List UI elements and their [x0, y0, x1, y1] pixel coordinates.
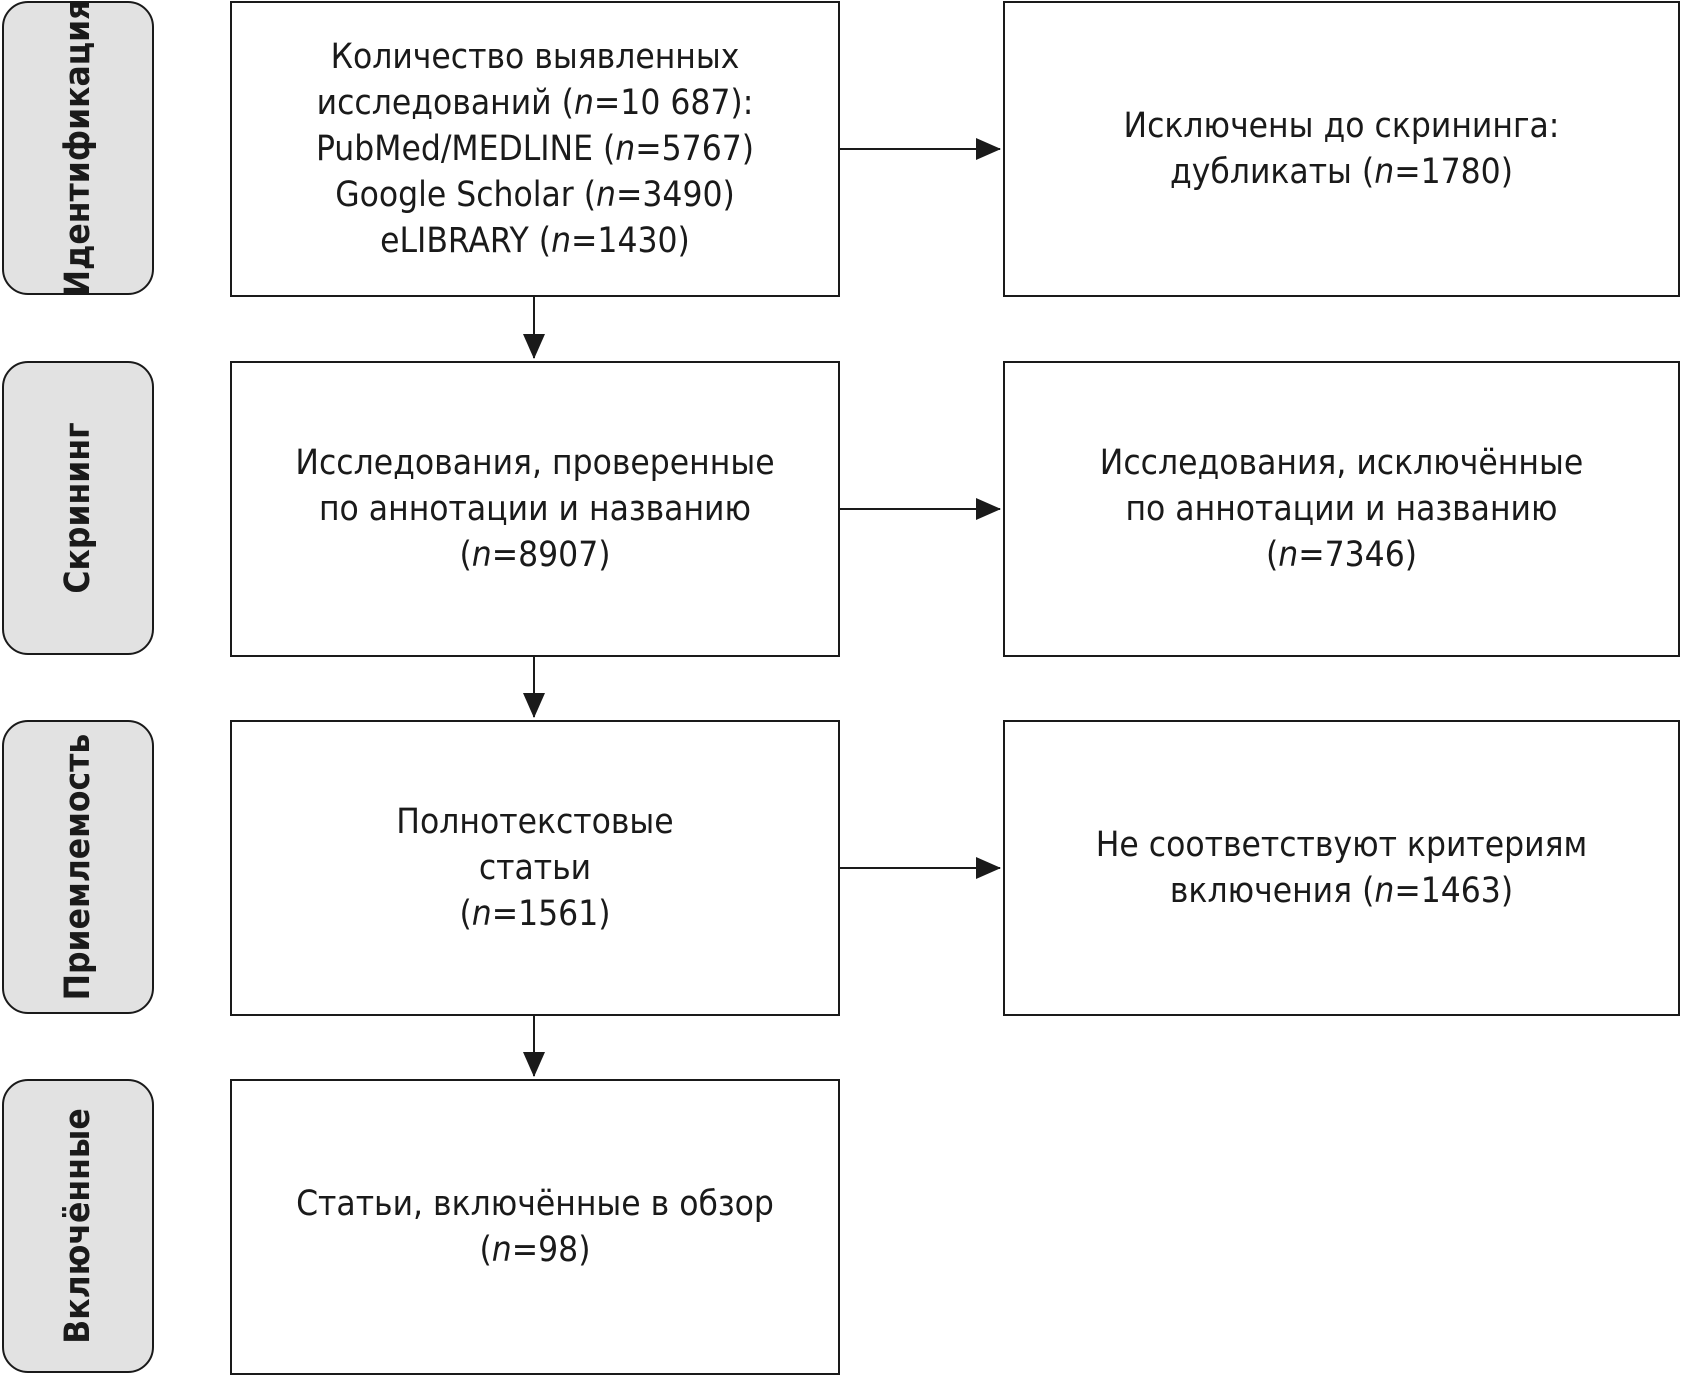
phase-identification-label: Идентификация: [58, 0, 98, 297]
text-segment: Количество выявленных: [330, 37, 740, 77]
text-segment: =1430): [571, 221, 690, 261]
phase-eligibility: Приемлемость: [2, 720, 154, 1014]
box-text-line: Не соответствуют критериям: [1096, 822, 1588, 868]
sample-size-symbol: n: [1374, 871, 1395, 911]
text-segment: =98): [511, 1230, 591, 1270]
text-segment: Статьи, включённые в обзор: [296, 1184, 774, 1224]
arrowhead-screened-to-excluded: [976, 498, 1001, 520]
text-segment: включения (: [1169, 871, 1375, 911]
phase-eligibility-label: Приемлемость: [58, 733, 98, 1001]
text-segment: Исследования, проверенные: [295, 443, 775, 483]
arrowhead-fulltext-to-included: [523, 1052, 545, 1077]
box-text-line: Исследования, проверенные: [295, 440, 774, 486]
arrowhead-fulltext-to-noteligible: [976, 857, 1001, 879]
text-segment: (: [1265, 535, 1279, 575]
text-segment: =5767): [635, 129, 755, 169]
text-segment: =1561): [491, 894, 611, 934]
box-text-line: по аннотации и названию: [1125, 486, 1557, 532]
text-segment: по аннотации и названию: [1125, 489, 1558, 529]
text-segment: =1463): [1394, 871, 1514, 911]
box-screened-records: Исследования, проверенные по аннотации и …: [230, 361, 840, 657]
box-text-line: Google Scholar (n=3490): [335, 172, 735, 218]
box-text-line: (n=98): [480, 1227, 591, 1273]
text-segment: Исследования, исключённые: [1099, 443, 1584, 483]
text-segment: (: [479, 1230, 492, 1270]
box-text-line: PubMed/MEDLINE (n=5767): [316, 126, 754, 172]
text-segment: =10 687):: [593, 83, 754, 123]
box-text-line: Количество выявленных: [331, 34, 740, 80]
text-segment: =3490): [616, 175, 735, 215]
box-text-line: дубликаты (n=1780): [1170, 149, 1513, 195]
box-text-line: Исключены до скрининга:: [1124, 103, 1560, 149]
box-full-text-articles: Полнотекстовые статьи(n=1561): [230, 720, 840, 1016]
phase-identification: Идентификация: [2, 0, 154, 297]
sample-size-symbol: n: [596, 175, 616, 215]
sample-size-symbol: n: [1278, 535, 1299, 575]
arrowhead-screened-to-fulltext: [523, 693, 545, 718]
phase-included: Включённые: [2, 1079, 154, 1373]
arrowhead-identified-to-screened: [523, 334, 545, 359]
phase-screening: Скрининг: [2, 361, 154, 655]
phase-screening-label: Скрининг: [58, 422, 98, 594]
box-text-line: (n=1561): [459, 891, 610, 937]
sample-size-symbol: n: [491, 1230, 512, 1270]
phase-included-label: Включённые: [58, 1108, 98, 1344]
text-segment: Полнотекстовые: [396, 802, 674, 842]
box-text-line: по аннотации и названию: [319, 486, 751, 532]
arrowhead-identified-to-duplicates: [976, 138, 1001, 160]
sample-size-symbol: n: [471, 894, 492, 934]
sample-size-symbol: n: [573, 83, 594, 123]
box-text-line: (n=8907): [459, 532, 610, 578]
box-text-line: Статьи, включённые в обзор: [296, 1181, 774, 1227]
box-text-line: исследований (n=10 687):: [317, 80, 754, 126]
text-segment: Google Scholar (: [335, 175, 597, 215]
box-text-line: включения (n=1463): [1170, 868, 1513, 914]
text-segment: PubMed/MEDLINE (: [315, 129, 616, 169]
sample-size-symbol: n: [551, 221, 572, 261]
text-segment: статьи: [478, 848, 592, 888]
text-segment: =8907): [491, 535, 611, 575]
box-text-line: Исследования, исключённые: [1100, 440, 1583, 486]
text-segment: =7346): [1298, 535, 1418, 575]
text-segment: (: [459, 535, 472, 575]
box-text-line: Полнотекстовые: [396, 799, 673, 845]
text-segment: (: [459, 894, 472, 934]
box-text-line: eLIBRARY (n=1430): [380, 218, 690, 264]
box-text-line: (n=7346): [1266, 532, 1417, 578]
sample-size-symbol: n: [1374, 152, 1395, 192]
text-segment: дубликаты (: [1170, 152, 1375, 192]
sample-size-symbol: n: [471, 535, 492, 575]
text-segment: Исключены до скрининга:: [1123, 106, 1560, 146]
text-segment: Не соответствуют критериям: [1095, 825, 1588, 865]
box-excluded-by-abstract: Исследования, исключённые по аннотации и …: [1003, 361, 1680, 657]
box-text-line: статьи: [479, 845, 591, 891]
text-segment: =1780): [1394, 152, 1513, 192]
sample-size-symbol: n: [615, 129, 636, 169]
text-segment: eLIBRARY (: [380, 221, 552, 261]
text-segment: по аннотации и названию: [318, 489, 752, 529]
text-segment: исследований (: [316, 83, 574, 123]
box-excluded-duplicates: Исключены до скрининга:дубликаты (n=1780…: [1003, 1, 1680, 297]
box-included-in-review: Статьи, включённые в обзор(n=98): [230, 1079, 840, 1375]
